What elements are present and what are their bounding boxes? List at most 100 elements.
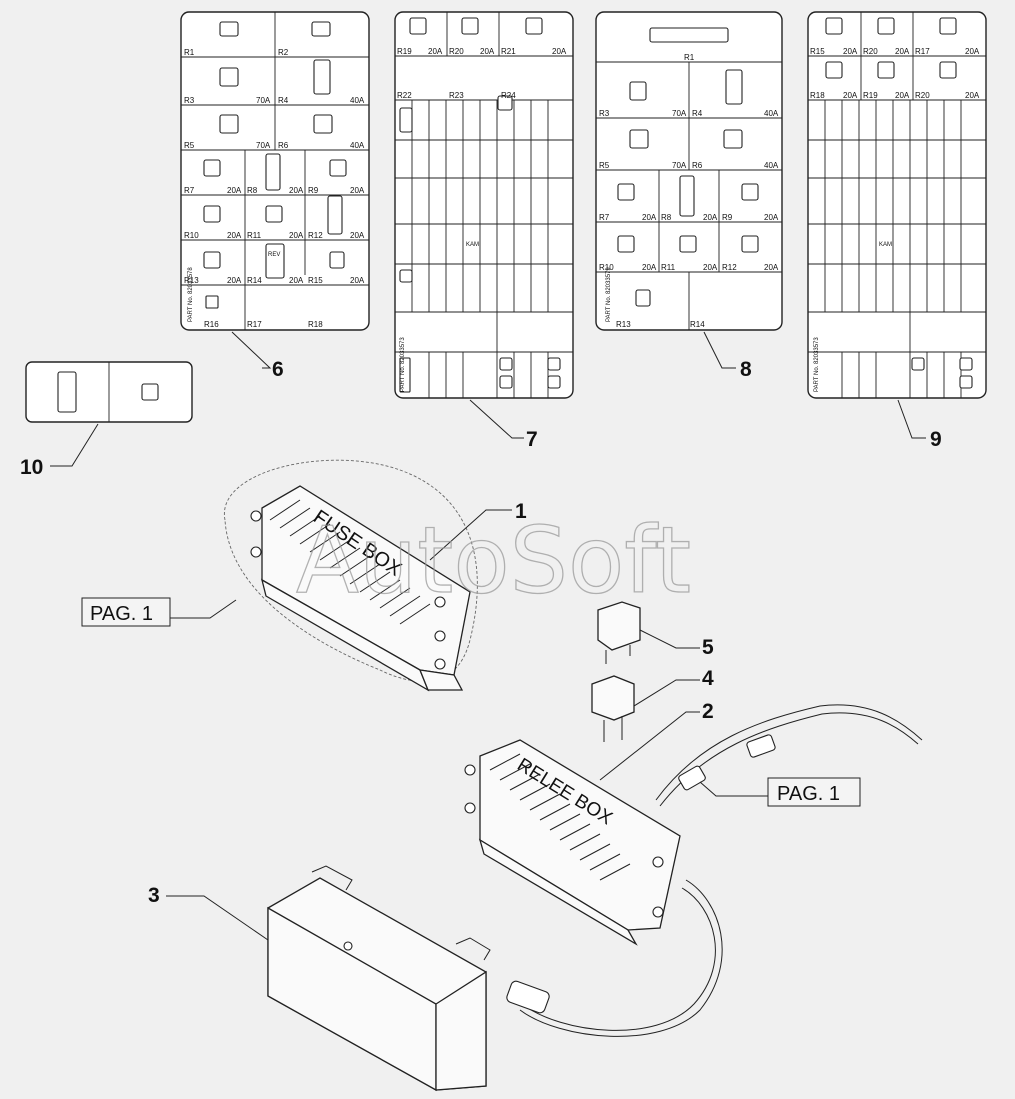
panel-8-label-2: 70A xyxy=(672,109,687,118)
panel-9-label-6: R18 xyxy=(810,91,825,100)
panel-8-label-21: R13 xyxy=(616,320,631,329)
panel-6-icons xyxy=(203,21,347,309)
panel-6-label-21: 20A xyxy=(350,231,365,240)
panel-6-label-30: R18 xyxy=(308,320,323,329)
panel-9-label-11: 20A xyxy=(965,91,980,100)
panel-9-label-4: R17 xyxy=(915,47,930,56)
panel-8-label-15: R10 xyxy=(599,263,614,272)
callout-7: 7 xyxy=(526,428,538,451)
panel-6-label-3: 70A xyxy=(256,96,271,105)
callout-5: 5 xyxy=(702,636,714,659)
leader-4 xyxy=(633,679,700,707)
panel-6-label-19: 20A xyxy=(289,231,304,240)
panel-8-label-9: R7 xyxy=(599,213,610,222)
fuse-box: FUSE BOX xyxy=(224,459,478,692)
panel-6-label-8: R6 xyxy=(278,141,289,150)
panel-7-part-number: PART No. 82033573 xyxy=(400,337,406,392)
page-ref-1-text: PAG. 1 xyxy=(90,603,153,625)
panel-7-label-6: R22 xyxy=(397,91,412,100)
panel-9-label-2: R20 xyxy=(863,47,878,56)
panel-8-label-16: 20A xyxy=(642,263,657,272)
panel-6-label-24: R14 xyxy=(247,276,262,285)
panel-8-label-1: R3 xyxy=(599,109,610,118)
panel-7-label-5: 20A xyxy=(552,47,567,56)
leader-1 xyxy=(429,509,512,561)
panel-8-label-12: 20A xyxy=(703,213,718,222)
panel-6-label-9: 40A xyxy=(350,141,365,150)
callout-1: 1 xyxy=(515,500,527,523)
panel-6-label-23: 20A xyxy=(227,276,242,285)
panel-6-label-1: R2 xyxy=(278,48,289,57)
panel-6-label-27: 20A xyxy=(350,276,365,285)
panel-7-card: R19 20A R20 20A R21 20A R22 R23 R24 KAM … xyxy=(394,11,574,399)
callout-6: 6 xyxy=(272,358,284,381)
leader-10 xyxy=(50,423,99,467)
leader-6 xyxy=(231,331,272,369)
panel-9-label-1: 20A xyxy=(843,47,858,56)
panel-6-label-6: R5 xyxy=(184,141,195,150)
leader-5 xyxy=(639,629,700,649)
leader-7 xyxy=(469,399,524,439)
panel-9-kam: KAM xyxy=(879,242,892,248)
panel-6-label-28: R16 xyxy=(204,320,219,329)
relay-box: RELEE BOX xyxy=(464,739,681,946)
panel-6-label-29: R17 xyxy=(247,320,262,329)
panel-6-label-12: R8 xyxy=(247,186,258,195)
panel-9-label-5: 20A xyxy=(965,47,980,56)
panel-9-card: R15 20A R20 20A R17 20A R18 20A R19 20A … xyxy=(807,11,987,399)
panel-6-label-16: R10 xyxy=(184,231,199,240)
panel-8-label-6: 70A xyxy=(672,161,687,170)
leader-2 xyxy=(599,711,700,781)
panel-9-label-8: R19 xyxy=(863,91,878,100)
panel-6-label-14: R9 xyxy=(308,186,319,195)
panel-8-label-20: 20A xyxy=(764,263,779,272)
callout-2: 2 xyxy=(702,700,714,723)
panel-8-label-13: R9 xyxy=(722,213,733,222)
panel-6-label-20: R12 xyxy=(308,231,323,240)
panel-6-label-22: R13 xyxy=(184,276,199,285)
panel-8-label-18: 20A xyxy=(703,263,718,272)
leader-8 xyxy=(703,331,736,369)
leader-3 xyxy=(166,895,269,941)
panel-9-label-3: 20A xyxy=(895,47,910,56)
panel-7-label-8: R24 xyxy=(501,91,516,100)
panel-6-label-26: R15 xyxy=(308,276,323,285)
panel-8-part-number: PART No. 82033579 xyxy=(606,267,612,322)
watermark: AutoSoft xyxy=(296,507,691,614)
panel-6-label-0: R1 xyxy=(184,48,195,57)
panel-7-label-2: R20 xyxy=(449,47,464,56)
panel-6-label-18: R11 xyxy=(247,231,262,240)
panel-9-label-9: 20A xyxy=(895,91,910,100)
panel-7-kam: KAM xyxy=(466,242,479,248)
panel-6-label-25: 20A xyxy=(289,276,304,285)
callout-8: 8 xyxy=(740,358,752,381)
panel-8-label-0: R1 xyxy=(684,53,695,62)
panel-9-label-10: R20 xyxy=(915,91,930,100)
panel-6-label-2: R3 xyxy=(184,96,195,105)
panel-6-label-10: R7 xyxy=(184,186,195,195)
panel-8-label-7: R6 xyxy=(692,161,703,170)
wiring-harness xyxy=(506,704,923,1037)
panel-7-label-3: 20A xyxy=(480,47,495,56)
panel-8-label-17: R11 xyxy=(661,263,676,272)
callout-4: 4 xyxy=(702,667,714,690)
panel-9-part-number: PART No. 82033573 xyxy=(814,337,820,392)
callout-3: 3 xyxy=(148,884,160,907)
panel-6-label-7: 70A xyxy=(256,141,271,150)
panel-9-label-7: 20A xyxy=(843,91,858,100)
panel-7-label-7: R23 xyxy=(449,91,464,100)
panel-8-label-3: R4 xyxy=(692,109,703,118)
panel-8-label-4: 40A xyxy=(764,109,779,118)
leader-9 xyxy=(897,399,926,439)
panel-7-label-4: R21 xyxy=(501,47,516,56)
fuse-part-4 xyxy=(591,675,635,742)
panel-8-label-5: R5 xyxy=(599,161,610,170)
callout-10: 10 xyxy=(20,456,43,479)
panel-10-card xyxy=(25,361,193,423)
panel-8-card: R1 R3 70A R4 40A R5 70A R6 40A R7 20A R8… xyxy=(595,11,783,331)
panel-6-label-4: R4 xyxy=(278,96,289,105)
panel-6-label-13: 20A xyxy=(289,186,304,195)
panel-8-label-8: 40A xyxy=(764,161,779,170)
